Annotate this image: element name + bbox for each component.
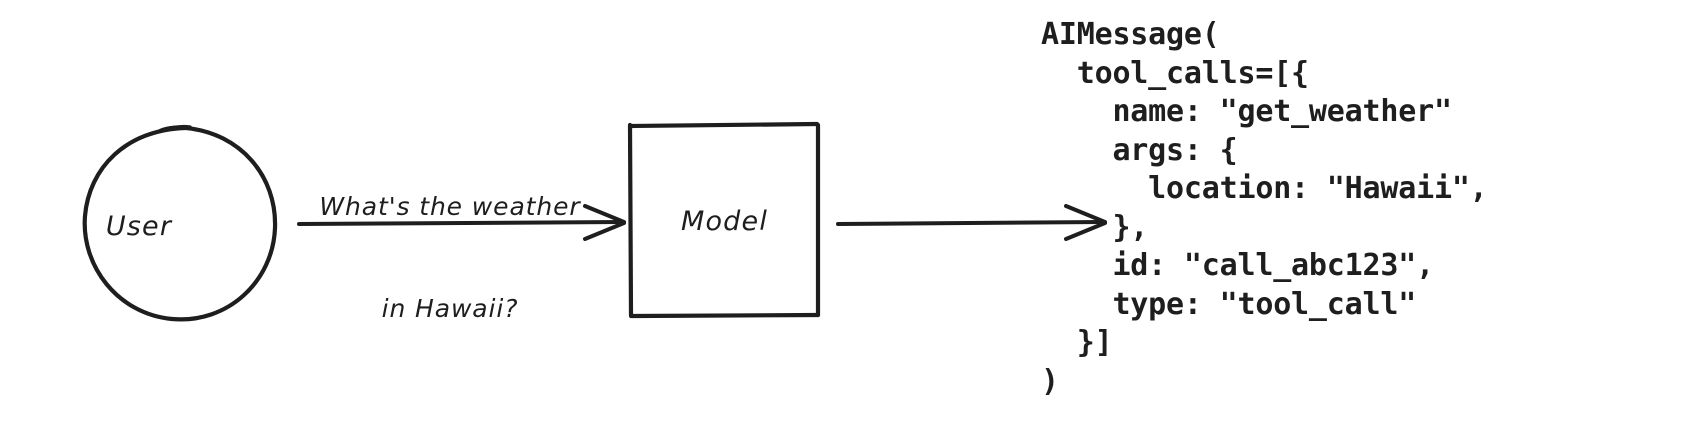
code-line: )	[1041, 363, 1059, 399]
code-line: location: "Hawaii",	[1041, 171, 1488, 206]
code-line: tool_calls=[{	[1041, 55, 1309, 91]
user-node-label: User	[105, 211, 173, 242]
code-line: }]	[1041, 325, 1113, 360]
model-node-label: Model	[680, 206, 769, 237]
edge-label-line-1: What's the weather	[319, 192, 581, 221]
code-line: },	[1041, 209, 1149, 245]
edge-label-line-2: in Hawaii?	[381, 294, 519, 323]
code-line: type: "tool_call"	[1041, 286, 1417, 322]
code-line: id: "call_abc123",	[1041, 248, 1434, 283]
edge-label-user-to-model: What's the weather in Hawaii?	[285, 122, 615, 394]
code-line: name: "get_weather"	[1041, 94, 1452, 129]
aimessage-output-code: AIMessage( tool_calls=[{ name: "get_weat…	[1041, 16, 1488, 401]
code-line: AIMessage(	[1041, 17, 1220, 52]
code-line: args: {	[1041, 132, 1238, 168]
